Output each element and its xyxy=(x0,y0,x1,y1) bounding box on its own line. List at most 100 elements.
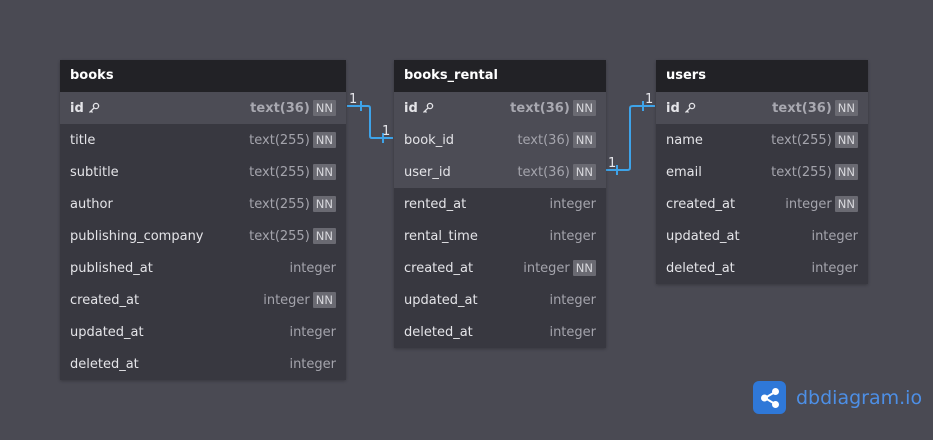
field-type-cell: text(36)NN xyxy=(510,100,596,116)
table-header[interactable]: books_rental xyxy=(394,60,606,92)
field-type-cell: text(255)NN xyxy=(249,132,336,148)
field-type-cell: text(255)NN xyxy=(249,196,336,212)
field-type: text(255) xyxy=(249,164,310,180)
field-name: published_at xyxy=(70,260,153,276)
field-type: text(36) xyxy=(517,164,570,180)
not-null-badge: NN xyxy=(572,164,596,180)
table-header[interactable]: users xyxy=(656,60,868,92)
field-row-id[interactable]: id text(36)NN xyxy=(394,92,606,124)
not-null-badge: NN xyxy=(312,292,336,308)
field-name: id xyxy=(666,100,680,116)
field-row-email[interactable]: email text(255)NN xyxy=(656,156,868,188)
not-null-badge: NN xyxy=(312,196,336,212)
field-row-published-at[interactable]: published_at integer xyxy=(60,252,346,284)
field-row-updated-at[interactable]: updated_at integer xyxy=(394,284,606,316)
field-row-author[interactable]: author text(255)NN xyxy=(60,188,346,220)
field-type: text(255) xyxy=(771,132,832,148)
field-type-cell: text(36)NN xyxy=(517,132,596,148)
field-type-cell: text(36)NN xyxy=(517,164,596,180)
table-books[interactable]: books id text(36)NN title text(255)NN su… xyxy=(60,60,346,380)
field-row-id[interactable]: id text(36)NN xyxy=(60,92,346,124)
field-type: integer xyxy=(785,196,832,212)
field-type-cell: text(255)NN xyxy=(249,228,336,244)
field-type: integer xyxy=(289,324,336,340)
relation-cardinality-label: 1 xyxy=(645,92,654,107)
field-row-deleted-at[interactable]: deleted_at integer xyxy=(60,348,346,380)
field-name: deleted_at xyxy=(70,356,139,372)
relation-line-books-rental[interactable] xyxy=(347,105,393,139)
field-type: integer xyxy=(811,228,858,244)
brand-logo[interactable]: dbdiagram.io xyxy=(753,381,922,414)
field-name: user_id xyxy=(404,164,451,180)
field-row-id[interactable]: id text(36)NN xyxy=(656,92,868,124)
not-null-badge: NN xyxy=(312,228,336,244)
not-null-badge: NN xyxy=(572,132,596,148)
not-null-badge: NN xyxy=(834,132,858,148)
field-type: integer xyxy=(549,228,596,244)
not-null-badge: NN xyxy=(572,100,596,116)
field-row-publishing-company[interactable]: publishing_company text(255)NN xyxy=(60,220,346,252)
field-row-updated-at[interactable]: updated_at integer xyxy=(60,316,346,348)
field-name: id xyxy=(404,100,418,116)
field-name: updated_at xyxy=(404,292,478,308)
field-name-cell: id xyxy=(666,101,772,116)
field-type: integer xyxy=(289,260,336,276)
field-row-subtitle[interactable]: subtitle text(255)NN xyxy=(60,156,346,188)
field-type-cell: text(255)NN xyxy=(771,132,858,148)
relation-line-users-rental[interactable] xyxy=(606,105,655,171)
field-name: title xyxy=(70,132,96,148)
field-type: text(36) xyxy=(250,100,310,116)
field-row-rental-time[interactable]: rental_time integer xyxy=(394,220,606,252)
field-name: created_at xyxy=(404,260,474,276)
field-row-deleted-at[interactable]: deleted_at integer xyxy=(394,316,606,348)
field-name: updated_at xyxy=(70,324,144,340)
field-type: integer xyxy=(549,196,596,212)
field-name: created_at xyxy=(666,196,736,212)
key-icon xyxy=(684,102,696,113)
field-type-cell: text(255)NN xyxy=(249,164,336,180)
field-type-cell: text(36)NN xyxy=(250,100,336,116)
field-row-name[interactable]: name text(255)NN xyxy=(656,124,868,156)
not-null-badge: NN xyxy=(834,196,858,212)
not-null-badge: NN xyxy=(312,164,336,180)
field-type-cell: text(255)NN xyxy=(771,164,858,180)
field-row-user-id[interactable]: user_id text(36)NN xyxy=(394,156,606,188)
not-null-badge: NN xyxy=(312,132,336,148)
field-row-book-id[interactable]: book_id text(36)NN xyxy=(394,124,606,156)
field-type: text(36) xyxy=(510,100,570,116)
table-books-rental[interactable]: books_rental id text(36)NN book_id text(… xyxy=(394,60,606,348)
field-type: text(255) xyxy=(249,228,310,244)
field-type: text(255) xyxy=(771,164,832,180)
field-type: integer xyxy=(549,292,596,308)
field-name: name xyxy=(666,132,703,148)
field-row-updated-at[interactable]: updated_at integer xyxy=(656,220,868,252)
field-row-rented-at[interactable]: rented_at integer xyxy=(394,188,606,220)
field-name: publishing_company xyxy=(70,228,204,244)
not-null-badge: NN xyxy=(834,100,858,116)
field-row-title[interactable]: title text(255)NN xyxy=(60,124,346,156)
not-null-badge: NN xyxy=(834,164,858,180)
field-name: rental_time xyxy=(404,228,478,244)
field-row-deleted-at[interactable]: deleted_at integer xyxy=(656,252,868,284)
relation-cardinality-label: 1 xyxy=(608,156,617,171)
not-null-badge: NN xyxy=(572,260,596,276)
key-icon xyxy=(88,102,100,113)
field-type: integer xyxy=(549,324,596,340)
not-null-badge: NN xyxy=(312,100,336,116)
field-type: text(255) xyxy=(249,196,310,212)
field-name: updated_at xyxy=(666,228,740,244)
relation-cardinality-label: 1 xyxy=(349,92,358,107)
field-name: rented_at xyxy=(404,196,467,212)
share-nodes-icon xyxy=(753,381,786,414)
table-users[interactable]: users id text(36)NN name text(255)NN ema… xyxy=(656,60,868,284)
table-header[interactable]: books xyxy=(60,60,346,92)
key-icon xyxy=(422,102,434,113)
field-type: integer xyxy=(263,292,310,308)
